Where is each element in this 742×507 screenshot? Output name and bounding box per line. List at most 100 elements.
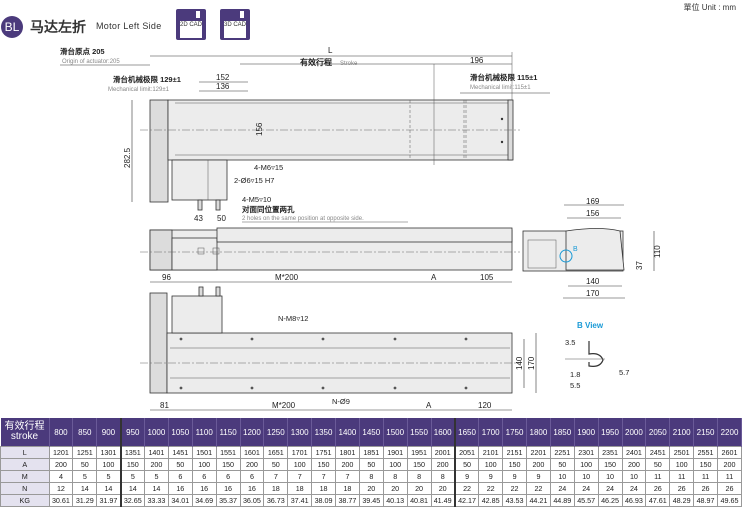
table-cell: 11: [645, 470, 671, 483]
table-cell: 50: [549, 458, 575, 471]
table-cell: 31.29: [72, 494, 98, 507]
stroke-column-header: 800: [49, 418, 74, 447]
hole-phi9: N-Ø9: [332, 397, 350, 406]
floppy-icon: [196, 11, 200, 18]
table-cell: 8: [358, 470, 384, 483]
table-cell: 1601: [239, 446, 265, 459]
table-cell: 5: [96, 470, 122, 483]
opposite-holes-cn: 对面同位置两孔: [242, 204, 295, 214]
table-cell: 2251: [549, 446, 575, 459]
table-cell: 48.29: [669, 494, 695, 507]
end-view: B: [522, 228, 625, 272]
table-cell: 40.81: [406, 494, 432, 507]
thread-m8: N-M8▿12: [278, 314, 308, 323]
table-cell: 1651: [263, 446, 289, 459]
unit-label: 單位 Unit : mm: [683, 3, 736, 12]
table-cell: 5: [144, 470, 169, 483]
stroke-column-header: 1950: [598, 418, 623, 447]
table-cell: 18: [263, 482, 289, 495]
table-cell: 24: [621, 482, 647, 495]
dim-a-bottom: A: [426, 401, 432, 410]
stroke-column-header: 1550: [407, 418, 432, 447]
thread-m5: 4-M5▿10: [242, 195, 271, 204]
table-cell: 42.85: [478, 494, 504, 507]
table-cell: 20: [406, 482, 432, 495]
cad-3d-label: 3D CAD: [224, 21, 246, 38]
table-cell: 1501: [191, 446, 217, 459]
table-cell: 16: [191, 482, 217, 495]
stroke-column-header: 950: [119, 418, 145, 447]
table-cell: 14: [119, 482, 145, 495]
table-cell: 100: [96, 458, 122, 471]
stroke-column-header: 2200: [717, 418, 742, 447]
mech-limit-left-cn: 滑台机械极限 129±1: [113, 74, 181, 84]
table-cell: 34.69: [191, 494, 217, 507]
table-cell: 100: [478, 458, 504, 471]
table-cell: 200: [335, 458, 360, 471]
end-dim-140: 140: [586, 277, 600, 286]
thread-m6: 4-M6▿15: [254, 163, 283, 172]
table-cell: 7: [335, 470, 360, 483]
table-cell: 1301: [96, 446, 122, 459]
stroke-column-header: 1200: [240, 418, 265, 447]
table-cell: 26: [717, 482, 742, 495]
cad-2d-button[interactable]: 2D CAD: [176, 9, 206, 40]
table-cell: 47.61: [645, 494, 671, 507]
table-cell: 18: [287, 482, 313, 495]
table-cell: 150: [406, 458, 432, 471]
table-cell: 2451: [645, 446, 671, 459]
bottom-dim-140: 140: [515, 356, 524, 370]
dim-136: 136: [216, 82, 230, 91]
top-view: [140, 99, 520, 211]
mech-limit-right-en: Mechanical limit:115±1: [470, 85, 531, 91]
table-cell: 44.21: [526, 494, 551, 507]
table-cell: 36.73: [263, 494, 289, 507]
table-cell: 5: [72, 470, 98, 483]
table-cell: 50: [453, 458, 480, 471]
table-cell: 9: [526, 470, 551, 483]
hole-phi6: 2-Ø6▿15 H7: [234, 176, 274, 185]
floppy-icon: [240, 11, 244, 18]
mech-limit-right-cn: 滑台机械极限 115±1: [470, 72, 537, 82]
table-cell: 49.65: [717, 494, 742, 507]
table-cell: 26: [669, 482, 695, 495]
table-cell: 22: [453, 482, 480, 495]
table-cell: 8: [430, 470, 456, 483]
end-dim-169: 169: [586, 197, 600, 206]
table-cell: 2001: [430, 446, 456, 459]
stroke-column-header: 2000: [622, 418, 647, 447]
table-cell: 1801: [335, 446, 360, 459]
table-cell: 16: [215, 482, 241, 495]
table-cell: 2551: [693, 446, 718, 459]
b-view-title: B View: [577, 321, 604, 330]
table-cell: 38.77: [335, 494, 360, 507]
table-cell: 42.17: [453, 494, 480, 507]
bottom-dim-170: 170: [527, 356, 536, 370]
title-cn: 马达左折: [30, 19, 86, 35]
detail-b-marker: [559, 249, 573, 263]
table-cell: 1551: [215, 446, 241, 459]
end-dim-156: 156: [586, 209, 600, 218]
table-cell: 16: [167, 482, 193, 495]
stroke-label-cn: 有效行程: [300, 57, 332, 67]
table-cell: 50: [263, 458, 289, 471]
table-cell: 41.49: [430, 494, 456, 507]
table-cell: 24: [549, 482, 575, 495]
stroke-column-header: 1450: [359, 418, 384, 447]
table-cell: 11: [717, 470, 742, 483]
table-cell: 150: [693, 458, 718, 471]
row-label: N: [0, 482, 50, 495]
table-cell: 6: [239, 470, 265, 483]
table-cell: 1351: [119, 446, 145, 459]
table-cell: 150: [311, 458, 336, 471]
table-cell: 50: [645, 458, 671, 471]
cad-3d-button[interactable]: 3D CAD: [220, 9, 250, 40]
dim-a-top: A: [431, 273, 437, 282]
table-cell: 26: [645, 482, 671, 495]
table-cell: 30.61: [48, 494, 74, 507]
table-cell: 38.09: [311, 494, 336, 507]
b-dim-5-5: 5.5: [570, 381, 580, 390]
